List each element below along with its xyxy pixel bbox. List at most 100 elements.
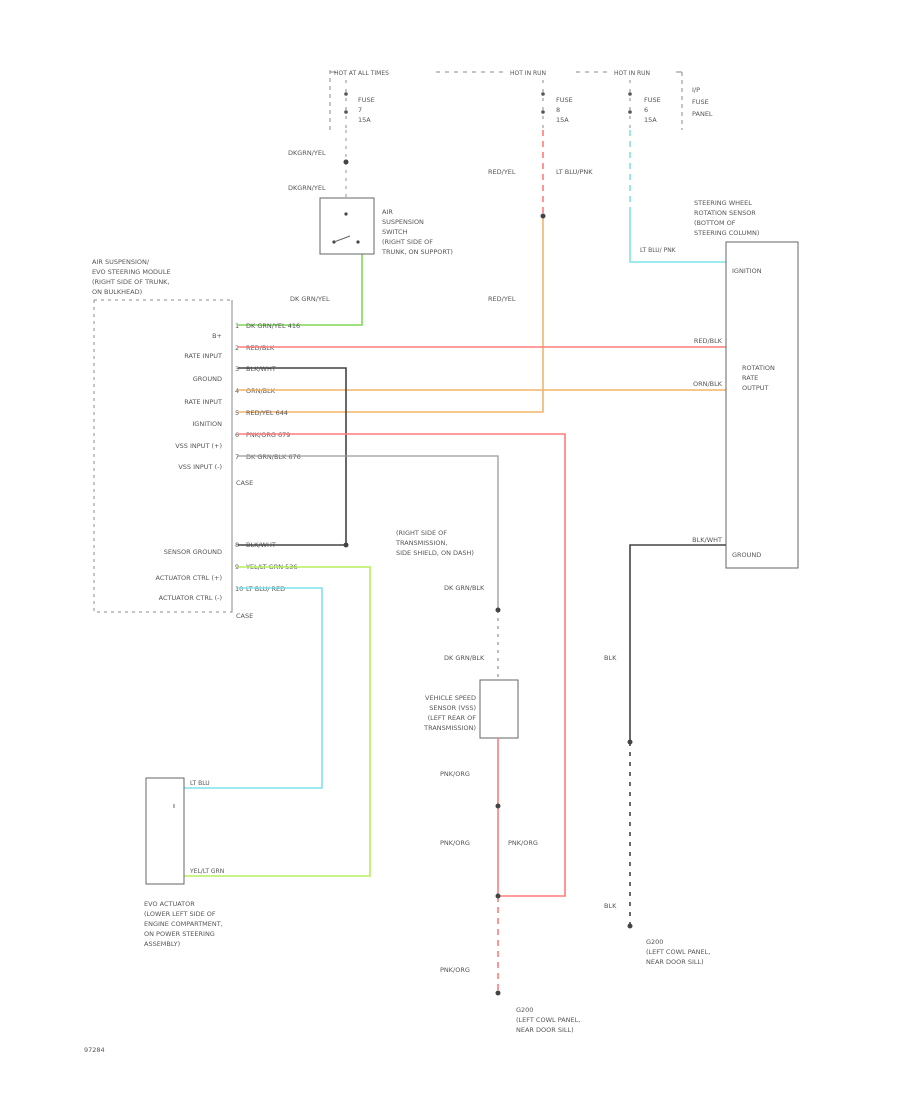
svg-text:2: 2 — [235, 344, 239, 352]
svg-text:5: 5 — [235, 409, 239, 417]
svg-text:(RIGHT SIDE OF TRUNK,: (RIGHT SIDE OF TRUNK, — [92, 278, 170, 286]
svg-text:ORN/BLK: ORN/BLK — [693, 380, 723, 388]
svg-text:1: 1 — [235, 322, 239, 330]
svg-text:ROTATION SENSOR: ROTATION SENSOR — [694, 209, 756, 217]
svg-text:LT BLU/ RED: LT BLU/ RED — [246, 585, 285, 593]
splice-dot — [495, 803, 501, 809]
wire-label: RED/YEL — [488, 295, 516, 303]
svg-text:G200: G200 — [516, 1006, 533, 1014]
fuse-8: FUSE 8 15A — [541, 80, 573, 130]
splice-dot — [627, 739, 633, 745]
svg-text:RATE: RATE — [742, 374, 758, 382]
svg-text:TRANSMISSION,: TRANSMISSION, — [395, 539, 447, 547]
module-pins: B+ RATE INPUT GROUND RATE INPUT IGNITION… — [156, 332, 223, 602]
svg-text:RATE INPUT: RATE INPUT — [184, 398, 222, 406]
fuse-7: FUSE 7 15A — [344, 80, 375, 130]
wire-label: DKGRN/YEL — [288, 184, 326, 192]
wire-label: DK GRN/BLK — [444, 584, 485, 592]
svg-text:AIR: AIR — [382, 208, 393, 216]
svg-text:(LEFT COWL PANEL,: (LEFT COWL PANEL, — [646, 948, 710, 956]
air-suspension-switch — [319, 197, 375, 255]
svg-text:7: 7 — [235, 453, 239, 461]
wire-label: DK GRN/BLK — [444, 654, 485, 662]
evo-steering-module — [93, 299, 233, 613]
svg-text:I/P: I/P — [692, 86, 700, 94]
wire-label: LT BLU/ PNK — [640, 247, 677, 254]
svg-text:OUTPUT: OUTPUT — [742, 384, 769, 392]
ground-dot — [495, 990, 501, 996]
svg-text:RED/YEL 644: RED/YEL 644 — [246, 409, 288, 417]
ground-2-label: G200 (LEFT COWL PANEL, NEAR DOOR SILL) — [646, 938, 710, 966]
vss-location-label: (RIGHT SIDE OF TRANSMISSION, SIDE SHIELD… — [395, 529, 474, 557]
wire-label: PNK/ORG — [440, 966, 470, 974]
wire-label: BLK — [604, 654, 617, 662]
case-label: CASE — [236, 479, 253, 487]
svg-text:AIR SUSPENSION/: AIR SUSPENSION/ — [92, 258, 150, 266]
wire-label: LT BLU/PNK — [556, 168, 593, 176]
svg-text:(LEFT REAR OF: (LEFT REAR OF — [428, 714, 477, 722]
svg-text:NEAR DOOR SILL): NEAR DOOR SILL) — [516, 1026, 574, 1034]
wire-label: LT BLU — [190, 780, 210, 787]
diagram-code: 97284 — [84, 1046, 105, 1054]
svg-text:FUSE: FUSE — [644, 96, 661, 104]
case-label: CASE — [236, 612, 253, 620]
svg-text:RED/BLK: RED/BLK — [694, 337, 723, 345]
svg-text:(LEFT COWL PANEL,: (LEFT COWL PANEL, — [516, 1016, 580, 1024]
svg-text:(RIGHT SIDE OF: (RIGHT SIDE OF — [382, 238, 433, 246]
hot-in-run-2-label: HOT IN RUN — [614, 70, 650, 77]
svg-text:DK GRN/YEL 416: DK GRN/YEL 416 — [246, 322, 300, 330]
svg-text:G200: G200 — [646, 938, 663, 946]
svg-text:TRUNK, ON SUPPORT): TRUNK, ON SUPPORT) — [381, 248, 453, 256]
splice-dot — [343, 542, 349, 548]
wire-label: RED/YEL — [488, 168, 516, 176]
wire-red-yel — [238, 130, 544, 413]
svg-text:VSS INPUT (-): VSS INPUT (-) — [178, 463, 222, 471]
svg-text:B+: B+ — [212, 332, 222, 340]
svg-text:SIDE SHIELD, ON DASH): SIDE SHIELD, ON DASH) — [396, 549, 474, 557]
svg-text:6: 6 — [644, 106, 648, 114]
module-wire-labels: DK GRN/YEL 416 RED/BLK BLK/WHT ORN/BLK R… — [245, 322, 301, 593]
wire-label: PNK/ORG — [440, 770, 470, 778]
wire-lt-blu-red — [174, 587, 323, 789]
evo-actuator — [145, 777, 185, 885]
svg-text:DK GRN/BLK 676: DK GRN/BLK 676 — [246, 453, 301, 461]
power-bus — [329, 70, 683, 130]
svg-text:STEERING COLUMN): STEERING COLUMN) — [694, 229, 759, 237]
svg-text:ACTUATOR CTRL (-): ACTUATOR CTRL (-) — [159, 594, 222, 602]
svg-text:PANEL: PANEL — [692, 110, 713, 118]
svg-text:SWITCH: SWITCH — [382, 228, 408, 236]
fuse-6: FUSE 6 15A — [628, 80, 661, 130]
sensor-ignition-pin: IGNITION — [732, 267, 762, 275]
splice-dot — [540, 213, 546, 219]
svg-text:VEHICLE SPEED: VEHICLE SPEED — [425, 694, 476, 702]
fuse-panel-label: I/P FUSE PANEL — [692, 86, 713, 118]
sensor-rotation-output-pin: ROTATION RATE OUTPUT — [742, 364, 775, 392]
wire-lt-blu-pnk — [629, 130, 726, 263]
svg-text:SENSOR (VSS): SENSOR (VSS) — [429, 704, 476, 712]
svg-text:9: 9 — [235, 563, 239, 571]
svg-text:EVO STEERING MODULE: EVO STEERING MODULE — [92, 268, 171, 276]
hot-in-run-label: HOT IN RUN — [510, 70, 546, 77]
ground-dot — [627, 923, 633, 929]
svg-text:ASSEMBLY): ASSEMBLY) — [144, 940, 180, 948]
svg-text:15A: 15A — [556, 116, 569, 124]
svg-text:RED/BLK: RED/BLK — [246, 344, 275, 352]
wire-dkgrn-blk — [238, 455, 499, 610]
air-switch-label: AIR SUSPENSION SWITCH (RIGHT SIDE OF TRU… — [381, 208, 453, 256]
svg-text:VSS INPUT (+): VSS INPUT (+) — [175, 442, 222, 450]
svg-text:3: 3 — [235, 365, 239, 373]
svg-text:ON BULKHEAD): ON BULKHEAD) — [92, 288, 142, 296]
wire-label: PNK/ORG — [508, 839, 538, 847]
svg-text:7: 7 — [358, 106, 362, 114]
splice-dot — [495, 893, 501, 899]
module-pin-numbers: 1 2 3 4 5 6 7 8 9 10 — [235, 322, 243, 593]
svg-text:PNK/ORG 679: PNK/ORG 679 — [246, 431, 290, 439]
vehicle-speed-sensor — [479, 679, 519, 739]
wire-label: DK GRN/YEL — [290, 295, 330, 303]
svg-text:ENGINE COMPARTMENT,: ENGINE COMPARTMENT, — [144, 920, 223, 928]
svg-text:IGNITION: IGNITION — [192, 420, 222, 428]
svg-text:ON POWER STEERING: ON POWER STEERING — [144, 930, 215, 938]
wire-yel-lt-grn — [174, 566, 371, 877]
wire-blk-sensor-ground — [629, 544, 726, 926]
